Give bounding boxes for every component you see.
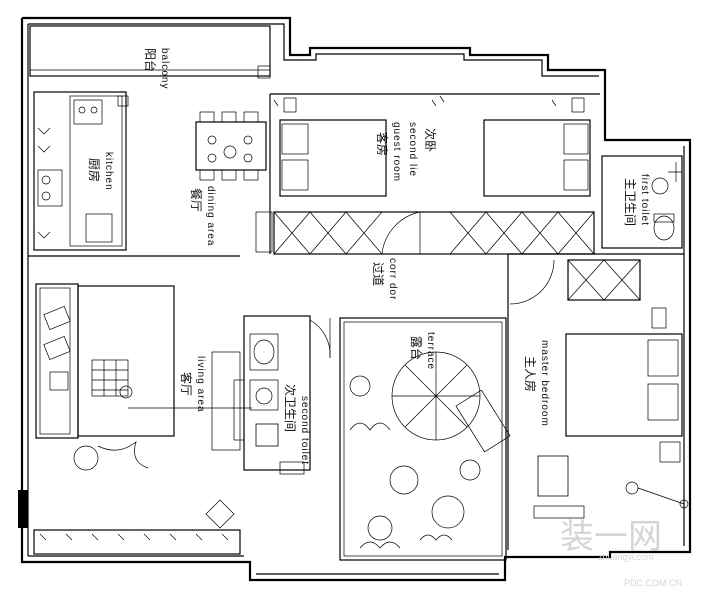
corridor-label-en: corr dor: [387, 258, 398, 300]
outer-walls: [18, 16, 692, 582]
kitchen-area: [33, 91, 129, 251]
dining-label-en: dining area: [205, 186, 216, 246]
dining-label-cn: 餐厅: [189, 188, 204, 212]
watermark-brand: 装一网: [560, 518, 662, 556]
terrace-label-en: terrace: [425, 332, 436, 370]
terrace-area: [339, 317, 511, 561]
master-toilet-area: [601, 155, 683, 249]
kitchen-label-en: kitchen: [103, 152, 114, 191]
kitchen-label-cn: 厨房: [87, 158, 102, 182]
living-area: [28, 255, 252, 555]
dining-table: [195, 111, 267, 181]
guest-label-cn: 次卧: [423, 128, 437, 152]
room-labels: balcony 阳台 kitchen 厨房 dining area 餐厅 sec…: [87, 48, 650, 465]
terrace-label-cn: 露台: [409, 336, 424, 360]
guest-label-cn-2: 客房: [375, 132, 390, 156]
balcony-label-en: balcony: [159, 48, 170, 89]
watermark-sub: PDC.COM.CN: [624, 578, 682, 588]
balcony-label-cn: 阳台: [143, 48, 158, 72]
guest-label-en-2: guest room: [391, 122, 402, 182]
balcony-area: [29, 25, 271, 79]
corridor-label-cn: 过道: [371, 262, 385, 286]
guest-room-area: [255, 93, 600, 255]
living-label-en: living area: [195, 356, 206, 413]
master-label-en: master bedroom: [539, 340, 550, 427]
column-block: [18, 490, 28, 528]
master-bedroom-area: [507, 253, 689, 550]
master-label-cn: 主人房: [523, 356, 538, 392]
toilet-label-en: first toilet: [639, 174, 650, 226]
guest-label-en: second lie: [407, 122, 418, 177]
second-toilet-label-cn: 次卫生间: [283, 384, 297, 432]
second-toilet-label-en: second toilet: [299, 396, 310, 465]
site-watermark: 装一网 zhuangyi.com PDC.COM.CN: [560, 518, 682, 588]
living-label-cn: 客厅: [179, 372, 194, 396]
toilet-label-cn: 主卫生间: [623, 178, 637, 226]
watermark-site: zhuangyi.com: [598, 552, 654, 562]
